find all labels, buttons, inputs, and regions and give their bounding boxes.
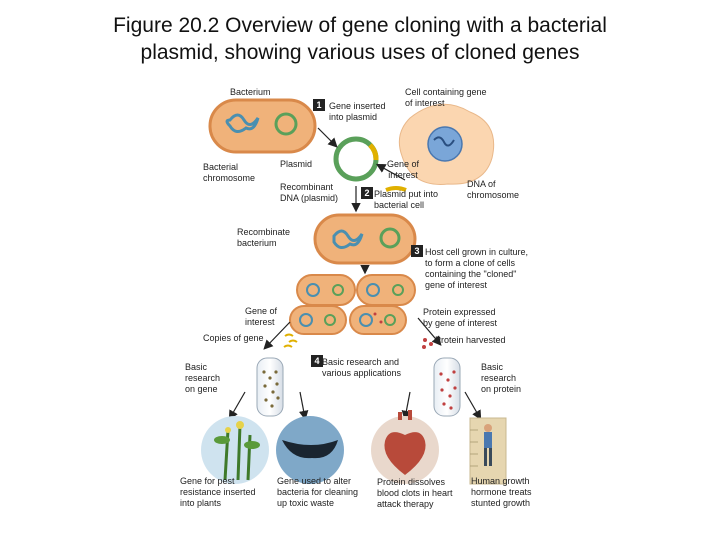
test-tube-gene xyxy=(256,357,284,417)
label-dna-of-chromosome: DNA of chromosome xyxy=(467,179,520,200)
label-gene-toxic-waste: Gene used to alter bacteria for cleaning… xyxy=(277,476,359,508)
bacterium-top xyxy=(208,98,317,154)
label-host-cell-grown: Host cell grown in culture, to form a cl… xyxy=(425,247,529,290)
protein-dots xyxy=(422,338,433,349)
donor-cell xyxy=(398,103,495,185)
arrows xyxy=(228,127,482,421)
gene-copies xyxy=(283,333,298,348)
label-bacterial-chromosome: Bacterial chromosome xyxy=(203,162,256,183)
figure-title: Figure 20.2 Overview of gene cloning wit… xyxy=(0,12,720,66)
label-plasmid-put-into-cell: Plasmid put into bacterial cell xyxy=(374,189,439,210)
clone-cells xyxy=(289,274,416,335)
label-gene-of-interest-top: Gene of interest xyxy=(387,159,420,180)
recombinant-plasmid xyxy=(333,136,379,182)
label-gene-inserted: Gene inserted into plasmid xyxy=(329,101,386,122)
step-4-marker: 4 xyxy=(311,355,323,367)
bacterium-recombinate xyxy=(313,213,417,265)
label-gene-of-interest-mid: Gene of interest xyxy=(245,306,278,327)
gene-fragment xyxy=(385,186,407,192)
plasmid-ring-top xyxy=(274,112,298,136)
test-tube-protein xyxy=(433,357,461,417)
child-image xyxy=(469,417,507,485)
label-basic-research-gene: Basic research on gene xyxy=(185,362,221,394)
title-line-1: Figure 20.2 Overview of gene cloning wit… xyxy=(113,14,607,37)
label-gene-pest-resistance: Gene for pest resistance inserted into p… xyxy=(180,476,256,508)
heart-image xyxy=(371,410,439,484)
label-protein-expressed: Protein expressed by gene of interest xyxy=(423,307,498,328)
step-3-marker: 3 xyxy=(411,245,423,257)
bacterial-chromosome-coil xyxy=(225,113,260,133)
toxic-waste-image xyxy=(276,416,344,484)
title-line-2: plasmid, showing various uses of cloned … xyxy=(140,41,580,64)
label-cell-containing-gene: Cell containing gene of interest xyxy=(405,87,487,108)
label-recombinate-bacterium: Recombinate bacterium xyxy=(237,227,291,248)
label-human-growth-hormone: Human growth hormone treats stunted grow… xyxy=(471,476,532,508)
step-1-marker: 1 xyxy=(313,99,325,111)
label-copies-of-gene: Copies of gene xyxy=(203,333,264,343)
label-basic-research-applications: Basic research and various applications xyxy=(322,357,402,378)
plant-image xyxy=(201,416,269,484)
label-basic-research-protein: Basic research on protein xyxy=(481,362,522,394)
label-protein-harvested: Protein harvested xyxy=(435,335,506,345)
label-recombinant-dna: Recombinant DNA (plasmid) xyxy=(280,182,339,203)
label-bacterium: Bacterium xyxy=(230,87,271,97)
label-plasmid: Plasmid xyxy=(280,159,313,169)
step-2-marker: 2 xyxy=(361,187,373,199)
label-protein-blood-clots: Protein dissolves blood clots in heart a… xyxy=(377,477,453,509)
